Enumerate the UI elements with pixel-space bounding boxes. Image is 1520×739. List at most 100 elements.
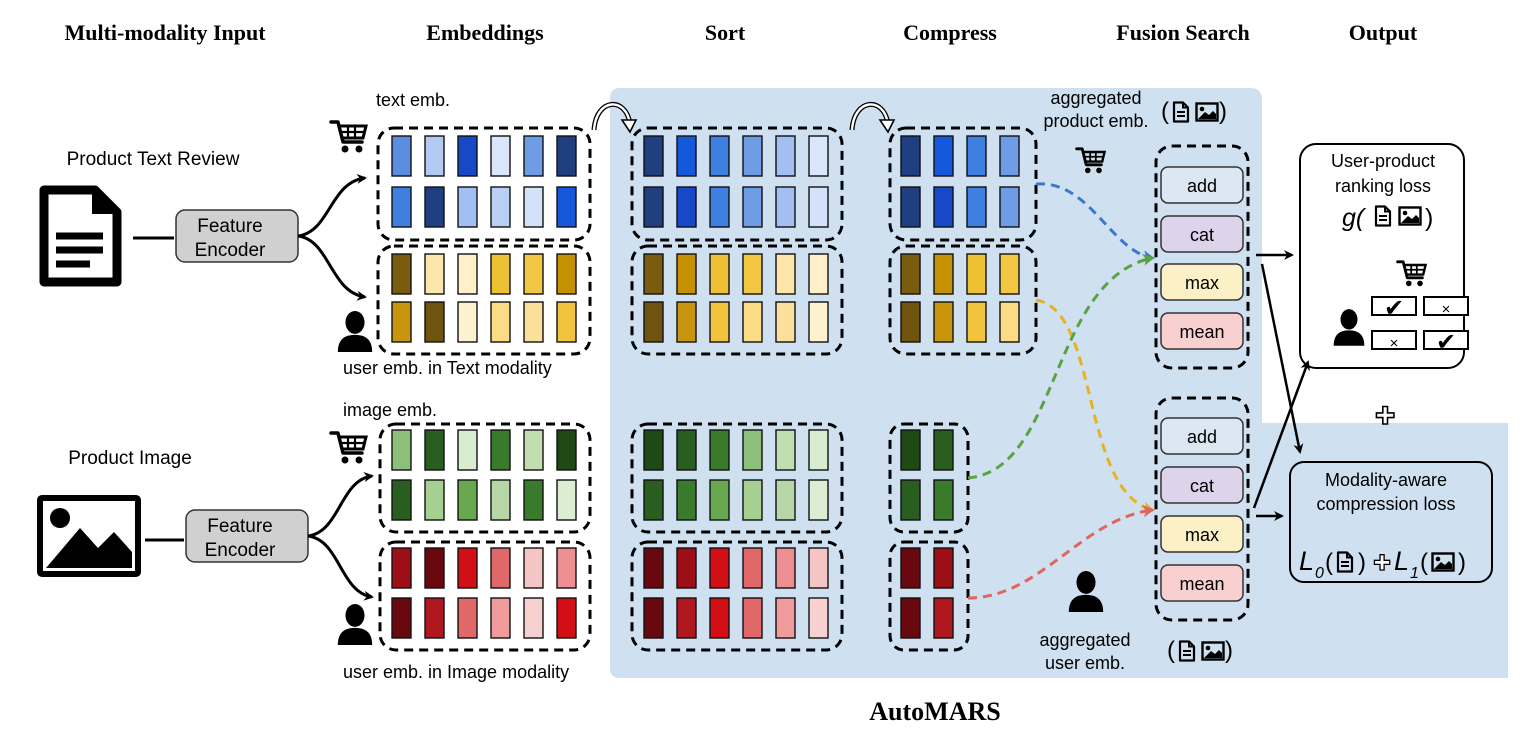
- emb-image-cell: [457, 479, 478, 521]
- label-image-emb: image emb.: [343, 400, 437, 420]
- emb-image-cell: [556, 479, 577, 521]
- comp-user-text-cell: [933, 253, 954, 295]
- emb-user-text-cell: [490, 253, 511, 295]
- sort-text-cell: [808, 135, 829, 177]
- emb-user-image-box: [378, 540, 592, 652]
- feature-encoder-image: Feature Encoder: [185, 509, 309, 563]
- header-compress: Compress: [903, 20, 997, 45]
- sort-text-cell: [643, 186, 664, 228]
- label-aggregated-user-1: aggregated: [1039, 630, 1130, 650]
- emb-text-cell: [391, 135, 412, 177]
- compression-formula: L 0 ( ) ✚ L 1 ( ): [1299, 546, 1466, 582]
- feature-encoder-text: Feature Encoder: [175, 209, 299, 263]
- fusion-op-add-user: add: [1160, 417, 1244, 455]
- arrow-cross-down: [1260, 263, 1304, 454]
- sort-user-text-cell: [742, 301, 763, 343]
- emb-user-text-box: [376, 244, 592, 356]
- emb-image-cell: [391, 479, 412, 521]
- sort-user-text-box: [630, 244, 844, 356]
- emb-text-cell: [523, 186, 544, 228]
- sort-user-text-cell: [676, 253, 697, 295]
- user-icon-text: [337, 310, 373, 352]
- emb-text-box: [376, 126, 592, 242]
- op-add-label-2: add: [1187, 427, 1217, 447]
- emb-user-text-cells: [391, 253, 577, 343]
- sort-image-cell: [643, 479, 664, 521]
- sort-text-cell: [709, 186, 730, 228]
- cart-icon-image: [329, 431, 368, 466]
- op-cat-label-2: cat: [1190, 476, 1214, 496]
- emb-image-cell: [424, 429, 445, 471]
- sort-image-cell: [676, 479, 697, 521]
- emb-text-cells: [391, 135, 577, 228]
- l1-symbol: L: [1394, 546, 1409, 576]
- paren-open-1: (: [1161, 98, 1169, 125]
- comp-user-image-cell: [933, 547, 954, 589]
- header-embeddings: Embeddings: [426, 20, 544, 45]
- ranking-loss-line2: ranking loss: [1335, 176, 1431, 196]
- header-fusion-search: Fusion Search: [1116, 20, 1249, 45]
- sort-image-cell: [709, 479, 730, 521]
- sort-image-cells: [643, 429, 829, 521]
- l0-symbol: L: [1299, 546, 1314, 576]
- sort-user-image-box: [630, 540, 844, 652]
- sort-user-image-cell: [742, 597, 763, 639]
- check-mark-1: ✔: [1384, 295, 1404, 322]
- sort-user-text-cells: [643, 253, 829, 343]
- sort-user-image-cell: [676, 597, 697, 639]
- cart-icon-text: [329, 120, 368, 155]
- emb-image-cell: [523, 429, 544, 471]
- op-max-label: max: [1185, 273, 1219, 293]
- emb-user-text-cell: [457, 253, 478, 295]
- emb-text-cell: [457, 186, 478, 228]
- sort-user-text-cell: [775, 301, 796, 343]
- arrow-encoder-to-text-emb: [297, 173, 367, 238]
- comp-text-cell: [999, 186, 1020, 228]
- sort-user-image-cell: [643, 547, 664, 589]
- check-mark-2: ✔: [1436, 329, 1456, 356]
- emb-user-text-cell: [391, 253, 412, 295]
- comp-user-text-cell: [999, 253, 1020, 295]
- sort-user-text-cell: [676, 301, 697, 343]
- emb-user-text-cell: [523, 253, 544, 295]
- paren-open-2: (: [1167, 637, 1175, 664]
- flow-arrow-text-product: [1035, 182, 1155, 263]
- op-mean-label: mean: [1179, 322, 1224, 342]
- sort-transition-arrow: [591, 102, 638, 134]
- fusion-op-mean-user: mean: [1160, 564, 1244, 602]
- header-output: Output: [1349, 20, 1418, 45]
- emb-image-cell: [424, 479, 445, 521]
- encoder-image-line1: Feature: [207, 516, 272, 537]
- emb-user-image-cell: [391, 547, 412, 589]
- emb-image-cell: [490, 479, 511, 521]
- l0-subscript: 0: [1315, 565, 1324, 582]
- sort-text-cell: [676, 135, 697, 177]
- sort-text-cells: [643, 135, 829, 228]
- sort-text-cell: [775, 186, 796, 228]
- op-mean-label-2: mean: [1179, 574, 1224, 594]
- sort-image-cell: [808, 479, 829, 521]
- label-aggregated-product-1: aggregated: [1050, 88, 1141, 108]
- user-icon-image: [337, 603, 373, 645]
- sort-text-box: [630, 126, 844, 242]
- flow-arrow-text-user: [1035, 298, 1155, 514]
- user-modality-icons: ( ): [1167, 637, 1233, 664]
- l1-paren-open: (: [1420, 549, 1428, 576]
- label-aggregated-user-2: user emb.: [1045, 653, 1125, 673]
- emb-text-cell: [457, 135, 478, 177]
- emb-user-image-cell: [457, 597, 478, 639]
- encoder-text-line1: Feature: [197, 216, 262, 237]
- image-icon: [37, 495, 141, 577]
- emb-user-text-cell: [556, 253, 577, 295]
- ranking-loss-line1: User-product: [1331, 151, 1435, 171]
- comp-image-cells: [900, 429, 954, 521]
- comp-text-cells: [900, 135, 1020, 228]
- sort-text-cell: [676, 186, 697, 228]
- sort-user-image-cells: [643, 547, 829, 639]
- arrow-encoder-to-user-image-emb: [307, 534, 374, 601]
- sort-text-cell: [742, 135, 763, 177]
- emb-text-cell: [391, 186, 412, 228]
- fusion-search-box-user: [1154, 396, 1250, 622]
- sort-image-cell: [742, 429, 763, 471]
